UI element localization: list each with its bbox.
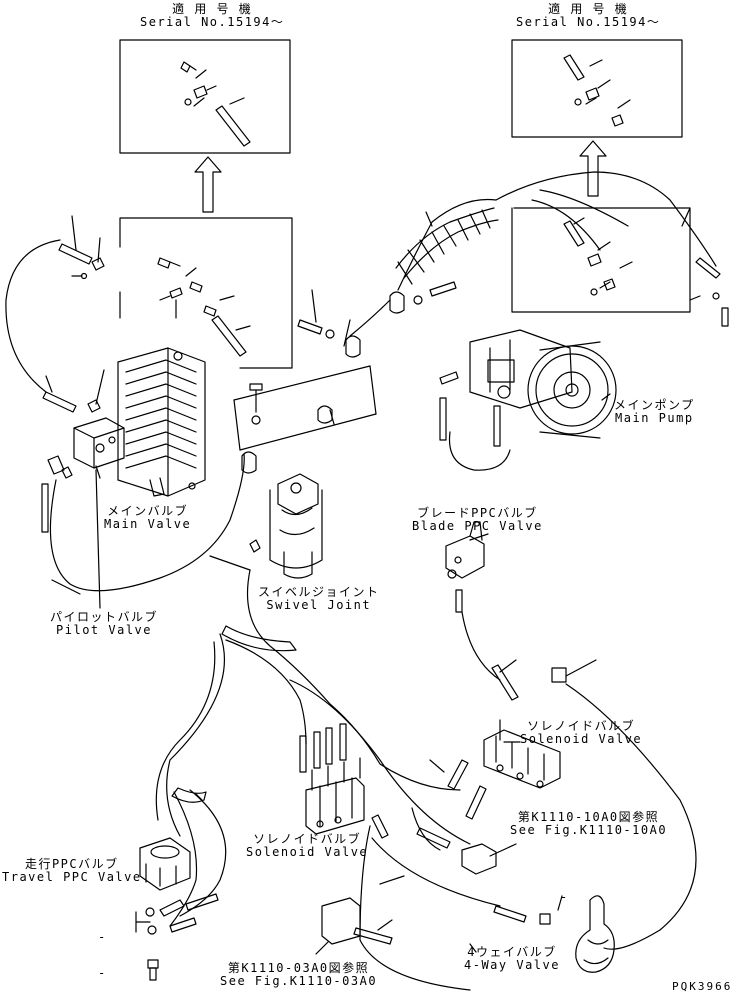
solenoid-valve-right-body (483, 729, 561, 789)
leader-lines (45, 207, 691, 955)
main-valve-en: Main Valve (104, 517, 192, 531)
dash-marker-1: - (98, 930, 106, 944)
applicability-jp-left: 適 用 号 機 (172, 2, 253, 16)
blade-ppc-jp: ブレードPPCバルブ (417, 506, 538, 520)
detail-box-right (511, 39, 683, 138)
swivel-joint-label: スイベルジョイント Swivel Joint (258, 586, 380, 612)
swivel-joint-en: Swivel Joint (266, 598, 372, 612)
applicability-en-left: Serial No.15194～ (140, 15, 285, 29)
blade-ppc-label: ブレードPPCバルブ Blade PPC Valve (412, 507, 543, 533)
see-fig-03-jp: 第K1110-03A0図参照 (227, 961, 370, 975)
hose-clamps (171, 291, 405, 803)
main-pump-jp: メインポンプ (614, 398, 695, 412)
solenoid-center-jp: ソレノイドバルブ (253, 832, 362, 846)
swivel-joint-body (269, 473, 323, 579)
pilot-valve-en: Pilot Valve (56, 623, 152, 637)
drawing-code: PQK3966 (672, 980, 733, 993)
solenoid-center-en: Solenoid Valve (246, 845, 369, 859)
four-way-valve-body (575, 895, 615, 973)
see-fig-03-en: See Fig.K1110-03A0 (220, 974, 378, 988)
dash-marker-2: - (98, 966, 106, 980)
travel-ppc-label: 走行PPCバルブ Travel PPC Valve (2, 858, 142, 884)
fitting-callout-left (119, 217, 293, 369)
pilot-valve-label: パイロットバルブ Pilot Valve (50, 611, 158, 637)
applicability-en-right: Serial No.15194～ (516, 15, 661, 29)
travel-ppc-valve-body (139, 837, 191, 935)
main-valve-label: メインバルブ Main Valve (104, 505, 191, 531)
swivel-joint-jp: スイベルジョイント (258, 585, 380, 599)
arrow-up-left (194, 156, 222, 213)
solenoid-valve-right-label: ソレノイドバルブ Solenoid Valve (520, 720, 642, 746)
main-pump-en: Main Pump (615, 411, 694, 425)
hoses (5, 171, 717, 991)
see-fig-10-label: 第K1110-10A0図参照 See Fig.K1110-10A0 (510, 811, 667, 837)
main-pump-body (469, 329, 617, 439)
small-solenoid-block (461, 843, 497, 875)
fitting-callout-right (511, 207, 701, 313)
pilot-valve-jp: パイロットバルブ (50, 610, 159, 624)
main-valve-body (117, 347, 206, 497)
main-pump-label: メインポンプ Main Pump (614, 399, 695, 425)
applicability-label-right: 適 用 号 機 Serial No.15194～ (516, 3, 660, 29)
see-fig-10-jp: 第K1110-10A0図参照 (517, 810, 660, 824)
main-valve-jp: メインバルブ (107, 504, 189, 518)
see-fig-10-en: See Fig.K1110-10A0 (510, 823, 668, 837)
applicability-jp-right: 適 用 号 機 (548, 2, 629, 16)
dash-marker-3: - (560, 890, 568, 904)
connector-block-03 (321, 897, 361, 945)
detail-box-left (119, 39, 291, 154)
blade-ppc-en: Blade PPC Valve (412, 519, 543, 533)
solenoid-valve-center-label: ソレノイドバルブ Solenoid Valve (246, 833, 368, 859)
four-way-valve-label: 4ウェイバルブ 4-Way Valve (464, 946, 560, 972)
see-fig-03-label: 第K1110-03A0図参照 See Fig.K1110-03A0 (220, 962, 377, 988)
four-way-en: 4-Way Valve (464, 958, 560, 972)
solenoid-right-jp: ソレノイドバルブ (527, 719, 636, 733)
coiled-hose-guard (395, 207, 499, 285)
solenoid-valve-center-body (305, 757, 365, 835)
four-way-jp: 4ウェイバルブ (467, 945, 557, 959)
travel-ppc-en: Travel PPC Valve (2, 870, 142, 884)
applicability-label-left: 適 用 号 機 Serial No.15194～ (140, 3, 284, 29)
solenoid-right-en: Solenoid Valve (520, 732, 643, 746)
arrow-up-right (579, 140, 607, 197)
blade-ppc-valve-body (445, 521, 485, 579)
bolts-and-fittings (41, 243, 729, 981)
pilot-valve-body (73, 417, 125, 469)
travel-ppc-jp: 走行PPCバルブ (24, 857, 119, 871)
